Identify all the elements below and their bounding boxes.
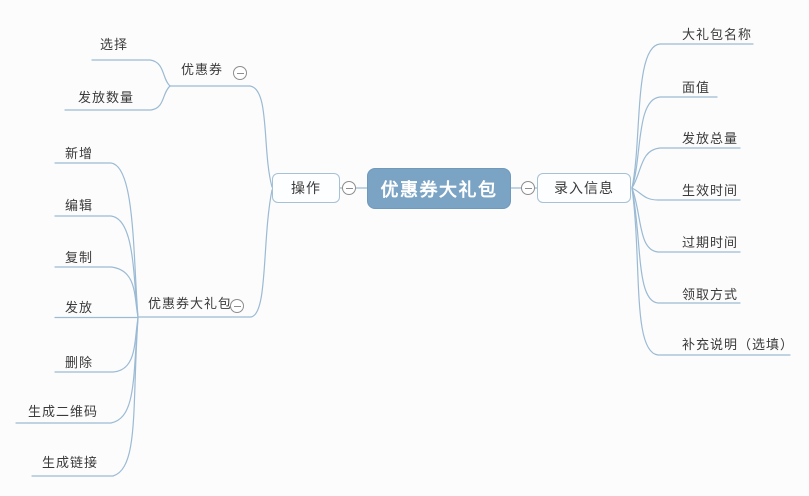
node-generate-qrcode[interactable]: 生成二维码	[28, 404, 99, 419]
connector-expire-time	[631, 187, 741, 253]
collapse-icon-operation[interactable]	[342, 181, 356, 195]
minus-icon	[345, 187, 353, 189]
node-issue-quantity[interactable]: 发放数量	[78, 90, 135, 105]
node-operation[interactable]: 操作	[272, 173, 340, 203]
collapse-icon-package[interactable]	[230, 299, 244, 313]
node-face-value[interactable]: 面值	[682, 80, 711, 95]
minus-icon	[524, 187, 532, 189]
node-generate-link[interactable]: 生成链接	[42, 455, 99, 470]
connector-generate-link	[31, 317, 139, 477]
connector-add	[54, 162, 139, 318]
node-delete[interactable]: 删除	[65, 355, 94, 370]
node-root[interactable]: 优惠券大礼包	[367, 168, 511, 209]
node-package-name[interactable]: 大礼包名称	[682, 27, 753, 42]
connector-coupon	[169, 85, 273, 188]
connector-copy	[54, 266, 139, 318]
node-total-issue[interactable]: 发放总量	[682, 131, 739, 146]
node-coupon[interactable]: 优惠券	[181, 62, 224, 77]
minus-icon	[236, 72, 244, 74]
node-effective-time[interactable]: 生效时间	[682, 183, 739, 198]
connector-face-value	[631, 96, 718, 189]
node-add[interactable]: 新增	[65, 146, 94, 161]
node-claim-method[interactable]: 领取方式	[682, 287, 739, 302]
connector-claim-method	[631, 187, 741, 304]
node-package[interactable]: 优惠券大礼包	[148, 296, 233, 311]
node-select[interactable]: 选择	[100, 37, 129, 52]
node-extra-note[interactable]: 补充说明（选填）	[682, 337, 795, 352]
node-edit[interactable]: 编辑	[65, 198, 94, 213]
collapse-icon-coupon[interactable]	[233, 66, 247, 80]
connector-select	[91, 59, 171, 87]
connector-extra-note	[631, 187, 791, 356]
collapse-icon-input-info[interactable]	[521, 181, 535, 195]
connector-package-name	[631, 43, 754, 189]
minus-icon	[233, 305, 241, 307]
connector-effective-time	[631, 187, 741, 201]
connector-issue-quantity	[64, 85, 171, 111]
node-input-info[interactable]: 录入信息	[537, 173, 631, 203]
node-expire-time[interactable]: 过期时间	[682, 235, 739, 250]
node-copy[interactable]: 复制	[65, 250, 94, 265]
connector-total-issue	[631, 147, 741, 189]
node-issue[interactable]: 发放	[65, 300, 94, 315]
connector-package	[137, 189, 273, 318]
